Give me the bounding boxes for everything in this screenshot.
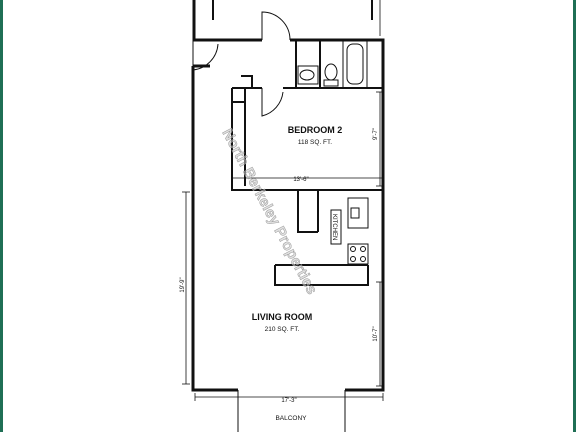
exterior-walls [191, 0, 385, 392]
door-swings [192, 11, 291, 186]
bedroom-2-area: 118 SQ. FT. [298, 139, 332, 146]
bathroom-fixtures [297, 39, 368, 89]
living-room-area: 210 SQ. FT. [265, 326, 300, 333]
kitchen-label: KITCHEN [331, 214, 337, 240]
balcony-label: BALCONY [275, 415, 307, 422]
bedroom-2-label: BEDROOM 2 [288, 125, 343, 135]
balcony-outline [237, 390, 346, 432]
watermark-text: North Berkeley Properties [218, 126, 320, 297]
bedroom-width-dimension: 13'-6" [293, 177, 308, 183]
interior-walls [212, 0, 383, 286]
living-height-dimension: 19'-9" [180, 277, 186, 292]
living-room-label: LIVING ROOM [252, 312, 313, 322]
living-right-dimension: 10'-7" [373, 326, 379, 341]
kitchen-appliances [330, 197, 369, 265]
bedroom-height-dimension: 9'-7" [373, 128, 379, 140]
balcony-width-dimension: 17'-3" [281, 398, 296, 404]
dimension-lines [182, 0, 384, 401]
